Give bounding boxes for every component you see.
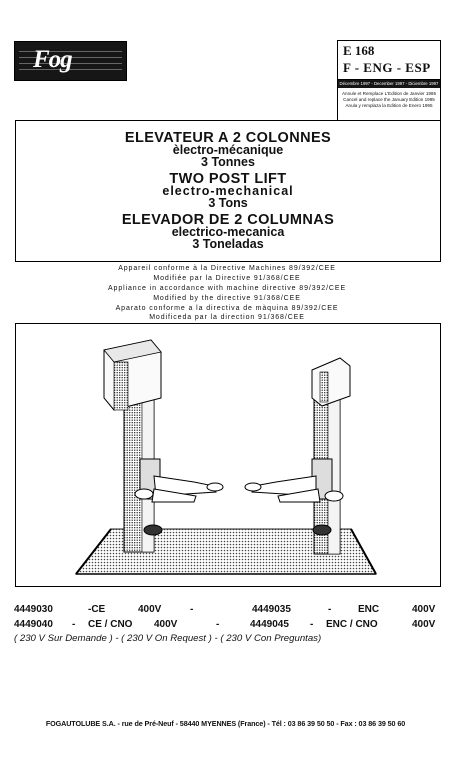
- model-code: 4449040: [14, 619, 53, 630]
- edition-dates: Décembre 1997 - December 1997 - Diciembr…: [338, 80, 440, 88]
- model-separator: -: [310, 619, 314, 630]
- model-row-2: 4449040 - CE / CNO 400V - 4449045 - ENC …: [14, 619, 439, 632]
- model-voltage: 400V: [154, 619, 178, 630]
- lift-illustration: [15, 323, 441, 587]
- two-post-lift-drawing: [74, 339, 377, 575]
- model-separator: -: [72, 619, 76, 630]
- title-fr-sub: èlectro-mécanique: [172, 143, 284, 157]
- model-spec: ENC: [358, 604, 380, 615]
- model-spec: CE / CNO: [88, 619, 133, 630]
- title-en-main: TWO POST LIFT: [169, 171, 287, 187]
- edition-note: Décembre 1997 - December 1997 - Diciembr…: [338, 79, 440, 120]
- logo-stripe: [19, 57, 122, 58]
- edition-line-es: Anula y remplaza la Edition de Enero 199…: [345, 103, 433, 108]
- title-es-main: ELEVADOR DE 2 COLUMNAS: [121, 212, 335, 228]
- company-logo: Fog: [14, 41, 127, 81]
- edition-line-fr: Annule et Remplace L'Edition de Janvier …: [341, 91, 437, 96]
- directive-en-1: Appliance in accordance with machine dir…: [107, 285, 347, 292]
- model-separator: -: [216, 619, 220, 630]
- company-address: FOGAUTOLUBE S.A. - rue de Pré-Neuf - 584…: [45, 719, 406, 728]
- title-es-sub: electrico-mecanica: [171, 225, 285, 239]
- directive-es-2: Modificeda par la direction 91/368/CEE: [149, 314, 305, 321]
- title-block: ELEVATEUR A 2 COLONNES èlectro-mécanique…: [15, 120, 441, 262]
- model-row-1: 4449030 -CE 400V - 4449035 - ENC 400V: [14, 604, 439, 617]
- title-fr-main: ELEVATEUR A 2 COLONNES: [124, 130, 332, 146]
- logo-stripe: [19, 51, 122, 52]
- logo-stripe: [19, 69, 122, 70]
- model-spec: -CE: [88, 604, 106, 615]
- title-fr-capacity: 3 Tonnes: [201, 155, 255, 169]
- logo-text: Fog: [33, 46, 73, 73]
- directive-fr-2: Modifiée par la Directive 91/368/CEE: [153, 275, 301, 282]
- voltage-note: ( 230 V Sur Demande ) - ( 230 V On Reque…: [14, 633, 322, 644]
- logo-stripe: [19, 63, 122, 64]
- model-voltage: 400V: [412, 619, 436, 630]
- directive-es-1: Aparato conforme a la directiva de màqui…: [115, 305, 339, 312]
- directive-en-2: Modified by the directive 91/368/CEE: [153, 295, 301, 302]
- model-separator: -: [328, 604, 332, 615]
- document-code: E 168: [343, 43, 375, 58]
- model-code: 4449035: [252, 604, 291, 615]
- model-voltage: 400V: [138, 604, 162, 615]
- title-en-capacity: 3 Tons: [208, 196, 248, 210]
- title-es-capacity: 3 Toneladas: [192, 237, 264, 251]
- title-en-sub: electro-mechanical: [162, 184, 294, 198]
- model-code: 4449045: [250, 619, 289, 630]
- document-languages: F - ENG - ESP: [343, 60, 431, 75]
- model-separator: -: [190, 604, 194, 615]
- model-spec: ENC / CNO: [326, 619, 378, 630]
- edition-line-en: Cancel and replace the January Edition 1…: [343, 97, 435, 102]
- directive-fr-1: Appareil conforme à la Directive Machine…: [118, 265, 336, 272]
- document-reference-box: E 168 F - ENG - ESP Décembre 1997 - Dece…: [337, 40, 441, 120]
- model-voltage: 400V: [412, 604, 436, 615]
- model-code: 4449030: [14, 604, 53, 615]
